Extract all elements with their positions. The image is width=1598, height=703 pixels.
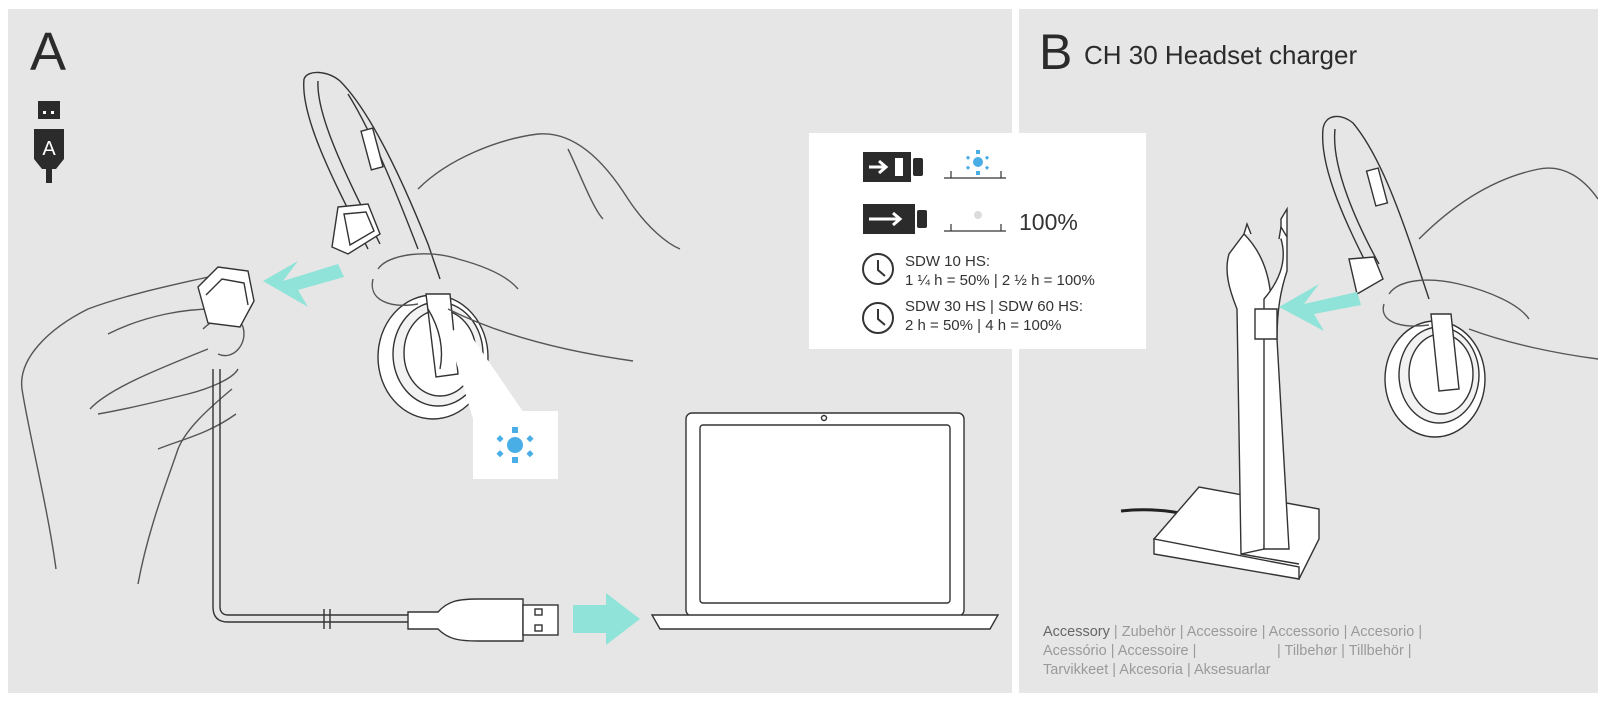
model2-times: 2 h = 50% | 4 h = 100% bbox=[905, 316, 1062, 335]
panel-a: A A bbox=[8, 9, 1012, 693]
led-off-timeline-icon bbox=[944, 211, 1006, 231]
accessory-line3: Tarvikkeet | Akcesoria | Aksesuarlar bbox=[1043, 662, 1271, 678]
headset-charger-stand bbox=[1154, 209, 1319, 579]
clock-icon bbox=[863, 254, 893, 284]
accessory-languages: Accessory | Zubehör | Accessoire | Acces… bbox=[1043, 623, 1483, 680]
headset-b bbox=[1323, 116, 1485, 437]
usb-a-icon: A bbox=[34, 101, 64, 183]
attach-arrow-icon bbox=[263, 261, 344, 307]
battery-full-icon bbox=[863, 204, 927, 234]
led-blinking-timeline-icon bbox=[944, 150, 1006, 178]
laptop bbox=[652, 413, 998, 629]
model1-name: SDW 10 HS: bbox=[905, 252, 990, 271]
panel-a-illustration: A bbox=[8, 9, 1012, 693]
insert-arrow-icon bbox=[1279, 284, 1361, 331]
clock-icon-2 bbox=[863, 303, 893, 333]
usb-a-letter: A bbox=[42, 138, 56, 160]
usb-charger-clip bbox=[198, 267, 254, 327]
plug-in-arrow-icon bbox=[573, 593, 640, 645]
usb-plug bbox=[408, 599, 558, 641]
accessory-line2: Acessório | Accessoire | | Tilbehør | Ti… bbox=[1043, 643, 1412, 659]
full-charge-label: 100% bbox=[1019, 209, 1078, 236]
panel-b-illustration bbox=[1019, 9, 1598, 693]
panel-b: B CH 30 Headset charger bbox=[1019, 9, 1598, 693]
model2-name: SDW 30 HS | SDW 60 HS: bbox=[905, 297, 1083, 316]
charging-info-box: 100% SDW 10 HS: 1 ¼ h = 50% | 2 ½ h = 10… bbox=[809, 133, 1146, 349]
accessory-label-en: Accessory bbox=[1043, 624, 1110, 640]
usb-cable bbox=[213, 369, 408, 629]
accessory-line1: | Zubehör | Accessoire | Accessorio | Ac… bbox=[1110, 624, 1422, 640]
battery-charging-icon bbox=[863, 152, 923, 182]
model1-times: 1 ¼ h = 50% | 2 ½ h = 100% bbox=[905, 271, 1095, 290]
